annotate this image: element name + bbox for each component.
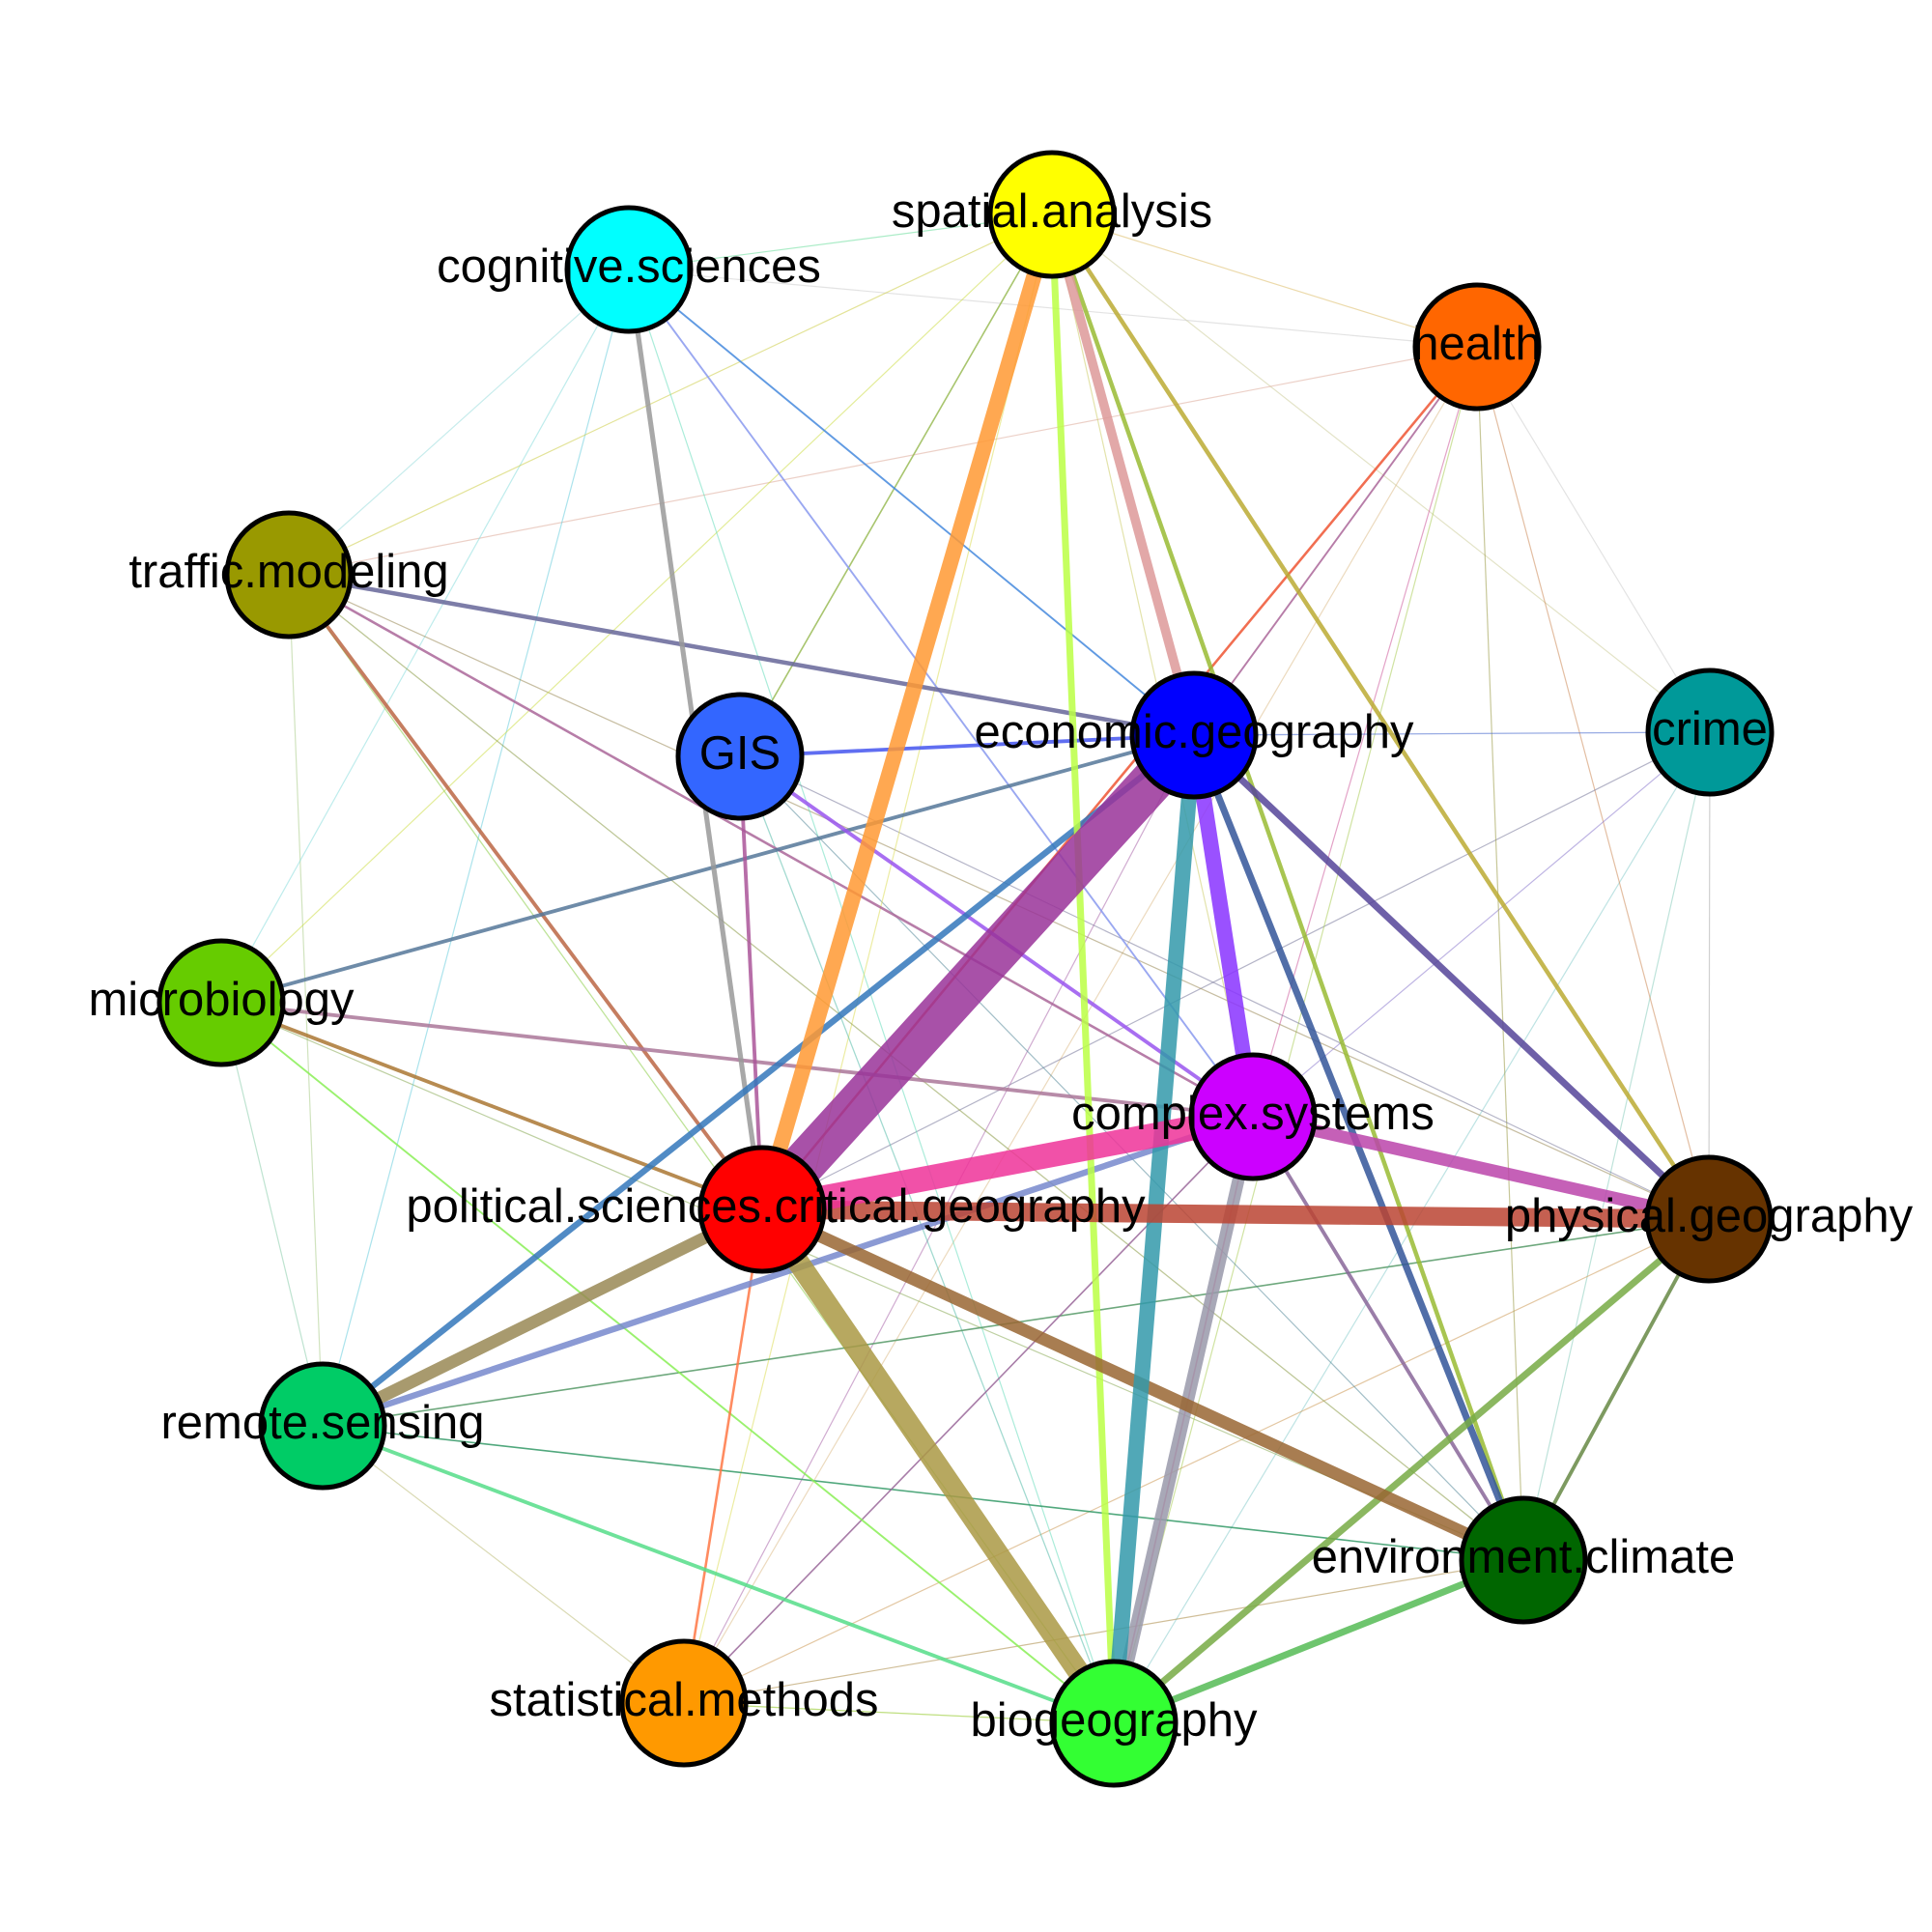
- node-label-GIS: GIS: [699, 727, 781, 780]
- edge-crime-health: [1476, 346, 1711, 733]
- node-statistical-methods: [619, 1638, 749, 1768]
- edge-spatial.analysis-environment.climate: [1049, 213, 1526, 1561]
- edge-cognitive.sciences-spatial.analysis: [628, 213, 1053, 270]
- edge-biogeography-physical.geography: [1111, 1216, 1712, 1726]
- node-label-remote-sensing: remote.sensing: [160, 1397, 484, 1449]
- edge-crime-spatial.analysis: [1051, 213, 1711, 733]
- node-label-statistical-methods: statistical.methods: [489, 1674, 878, 1726]
- edge-microbiology-complex.systems: [220, 1001, 1254, 1119]
- edge-traffic.modeling-political.sciences.critical.geography: [287, 573, 764, 1211]
- node-microbiology: [156, 938, 286, 1067]
- node-cognitive-sciences: [564, 205, 694, 334]
- node-label-environment-climate: environment.climate: [1312, 1531, 1735, 1583]
- node-biogeography: [1049, 1659, 1179, 1788]
- edge-crime-economic.geography: [1193, 731, 1711, 736]
- edge-statistical.methods-biogeography: [683, 1702, 1115, 1724]
- node-label-traffic-modeling: traffic.modeling: [128, 546, 448, 598]
- node-economic-geography: [1129, 670, 1259, 800]
- edge-microbiology-political.sciences.critical.geography: [220, 1001, 763, 1211]
- edge-health-statistical.methods: [683, 346, 1478, 1704]
- edge-complex.systems-environment.climate: [1251, 1116, 1525, 1561]
- edge-spatial.analysis-statistical.methods: [683, 213, 1053, 1704]
- edge-GIS-economic.geography: [739, 733, 1195, 758]
- node-label-health: health: [1412, 318, 1542, 370]
- edge-economic.geography-remote.sensing: [321, 732, 1196, 1429]
- edges-layer: [220, 212, 1712, 1730]
- edge-microbiology-environment.climate: [220, 1002, 1524, 1561]
- node-label-physical-geography: physical.geography: [1505, 1190, 1914, 1242]
- node-political-sciences-critical-geography: [697, 1145, 827, 1274]
- edge-microbiology-spatial.analysis: [220, 213, 1053, 1004]
- edge-health-biogeography: [1113, 346, 1478, 1724]
- edge-economic.geography-biogeography: [1106, 734, 1202, 1724]
- edge-economic.geography-complex.systems: [1186, 733, 1261, 1119]
- node-label-political-sciences-critical-geography: political.sciences.critical.geography: [406, 1180, 1146, 1233]
- node-label-spatial-analysis: spatial.analysis: [892, 185, 1212, 238]
- edge-health-traffic.modeling: [288, 346, 1478, 576]
- edge-political.sciences.critical.geography-complex.systems: [759, 1104, 1256, 1222]
- edge-microbiology-biogeography: [220, 1002, 1115, 1724]
- node-label-microbiology: microbiology: [88, 974, 355, 1026]
- node-traffic-modeling: [224, 510, 354, 639]
- edge-political.sciences.critical.geography-remote.sensing: [320, 1204, 765, 1432]
- edge-political.sciences.critical.geography-biogeography: [753, 1203, 1123, 1730]
- edge-spatial.analysis-complex.systems: [1051, 213, 1254, 1118]
- edge-spatial.analysis-biogeography: [1048, 213, 1118, 1724]
- edge-traffic.modeling-economic.geography: [288, 572, 1195, 738]
- labels-layer: spatial.analysis cognitive.sciences health…: [88, 185, 1913, 1747]
- edge-crime-complex.systems: [1252, 731, 1711, 1118]
- node-complex-systems: [1188, 1052, 1318, 1181]
- edge-cognitive.sciences-remote.sensing: [322, 269, 630, 1427]
- edge-GIS-biogeography: [739, 755, 1115, 1724]
- node-spatial-analysis: [987, 150, 1117, 279]
- edge-biogeography-environment.climate: [1112, 1556, 1525, 1727]
- edge-microbiology-economic.geography: [220, 733, 1195, 1005]
- edge-crime-physical.geography: [1708, 731, 1711, 1220]
- edge-health-complex.systems: [1252, 346, 1478, 1118]
- node-label-crime: crime: [1652, 703, 1768, 755]
- edge-cognitive.sciences-economic.geography: [628, 269, 1195, 736]
- edge-traffic.modeling-complex.systems: [288, 573, 1254, 1119]
- node-GIS: [675, 692, 805, 821]
- edge-spatial.analysis-physical.geography: [1050, 213, 1711, 1221]
- edge-statistical.methods-physical.geography: [683, 1218, 1710, 1704]
- edge-remote.sensing-complex.systems: [321, 1113, 1255, 1430]
- node-crime: [1645, 668, 1775, 797]
- node-environment-climate: [1459, 1495, 1588, 1625]
- node-remote-sensing: [258, 1361, 387, 1491]
- edge-statistical.methods-political.sciences.critical.geography: [682, 1208, 764, 1704]
- node-label-economic-geography: economic.geography: [975, 706, 1414, 758]
- edge-crime-biogeography: [1113, 731, 1711, 1724]
- edge-spatial.analysis-economic.geography: [1047, 213, 1199, 737]
- edge-spatial.analysis-political.sciences.critical.geography: [754, 212, 1060, 1212]
- edge-physical.geography-environment.climate: [1521, 1218, 1711, 1561]
- edge-remote.sensing-biogeography: [322, 1424, 1115, 1725]
- edge-cognitive.sciences-complex.systems: [628, 269, 1254, 1118]
- edge-political.sciences.critical.geography-physical.geography: [761, 1200, 1710, 1229]
- node-physical-geography: [1644, 1154, 1774, 1284]
- edge-crime-environment.climate: [1522, 731, 1711, 1561]
- node-label-cognitive-sciences: cognitive.sciences: [437, 241, 821, 293]
- edge-remote.sensing-statistical.methods: [322, 1425, 685, 1704]
- nodes-layer: [156, 150, 1775, 1788]
- edge-economic.geography-physical.geography: [1191, 732, 1712, 1222]
- edge-economic.geography-political.sciences.critical.geography: [746, 720, 1210, 1225]
- edge-spatial.analysis-health: [1051, 213, 1478, 348]
- node-label-biogeography: biogeography: [971, 1694, 1258, 1747]
- node-health: [1412, 282, 1542, 412]
- edge-health-economic.geography: [1193, 346, 1478, 736]
- edge-health-physical.geography: [1476, 346, 1710, 1220]
- edge-GIS-political.sciences.critical.geography: [738, 755, 764, 1210]
- edge-remote.sensing-microbiology: [220, 1002, 324, 1427]
- node-label-complex-systems: complex.systems: [1071, 1088, 1435, 1140]
- edge-traffic.modeling-physical.geography: [288, 574, 1710, 1220]
- edge-statistical.methods-environment.climate: [683, 1559, 1524, 1704]
- edge-cognitive.sciences-traffic.modeling: [288, 269, 630, 576]
- edge-cognitive.sciences-biogeography: [628, 269, 1115, 1724]
- edge-remote.sensing-environment.climate: [322, 1425, 1524, 1561]
- edge-remote.sensing-traffic.modeling: [288, 574, 324, 1427]
- edge-health-environment.climate: [1476, 346, 1524, 1561]
- edge-complex.systems-physical.geography: [1251, 1110, 1711, 1226]
